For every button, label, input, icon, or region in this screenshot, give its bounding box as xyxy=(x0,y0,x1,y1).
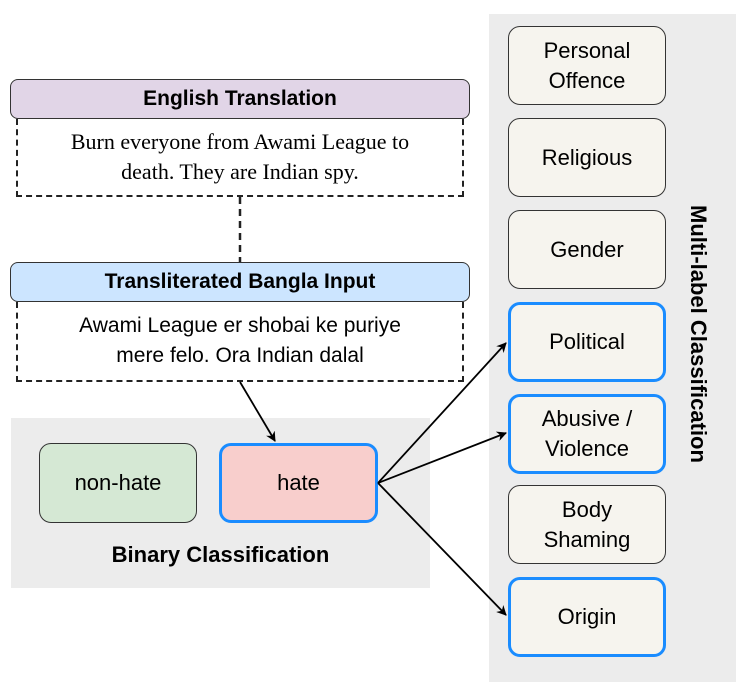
english-text-line-2: death. They are Indian spy. xyxy=(121,159,359,184)
english-translation-title: English Translation xyxy=(143,87,337,110)
label-abusive-violence: Abusive /Violence xyxy=(508,394,666,474)
english-text-line-1: Burn everyone from Awami League to xyxy=(70,129,410,154)
label-origin: Origin xyxy=(508,577,666,657)
class-non-hate: non-hate xyxy=(39,443,197,523)
bangla-input-title: Transliterated Bangla Input xyxy=(104,270,376,293)
label-religious: Religious xyxy=(508,118,666,197)
label-gender: Gender xyxy=(508,210,666,289)
bangla-input-text-box: Awami League er shobai ke puriye mere fe… xyxy=(16,302,464,382)
class-non-hate-label: non-hate xyxy=(74,470,162,495)
class-hate: hate xyxy=(219,443,378,523)
class-hate-label: hate xyxy=(277,470,320,495)
english-translation-header: English Translation xyxy=(10,79,470,119)
binary-classification-title: Binary Classification xyxy=(111,542,330,567)
multilabel-classification-title: Multi-label Classification xyxy=(686,205,711,463)
english-translation-text-box: Burn everyone from Awami League to death… xyxy=(16,119,464,197)
bangla-input-header: Transliterated Bangla Input xyxy=(10,262,470,302)
bangla-text-line-1: Awami League er shobai ke puriye xyxy=(79,314,401,337)
label-political: Political xyxy=(508,302,666,382)
bangla-text-line-2: mere felo. Ora Indian dalal xyxy=(116,344,364,367)
